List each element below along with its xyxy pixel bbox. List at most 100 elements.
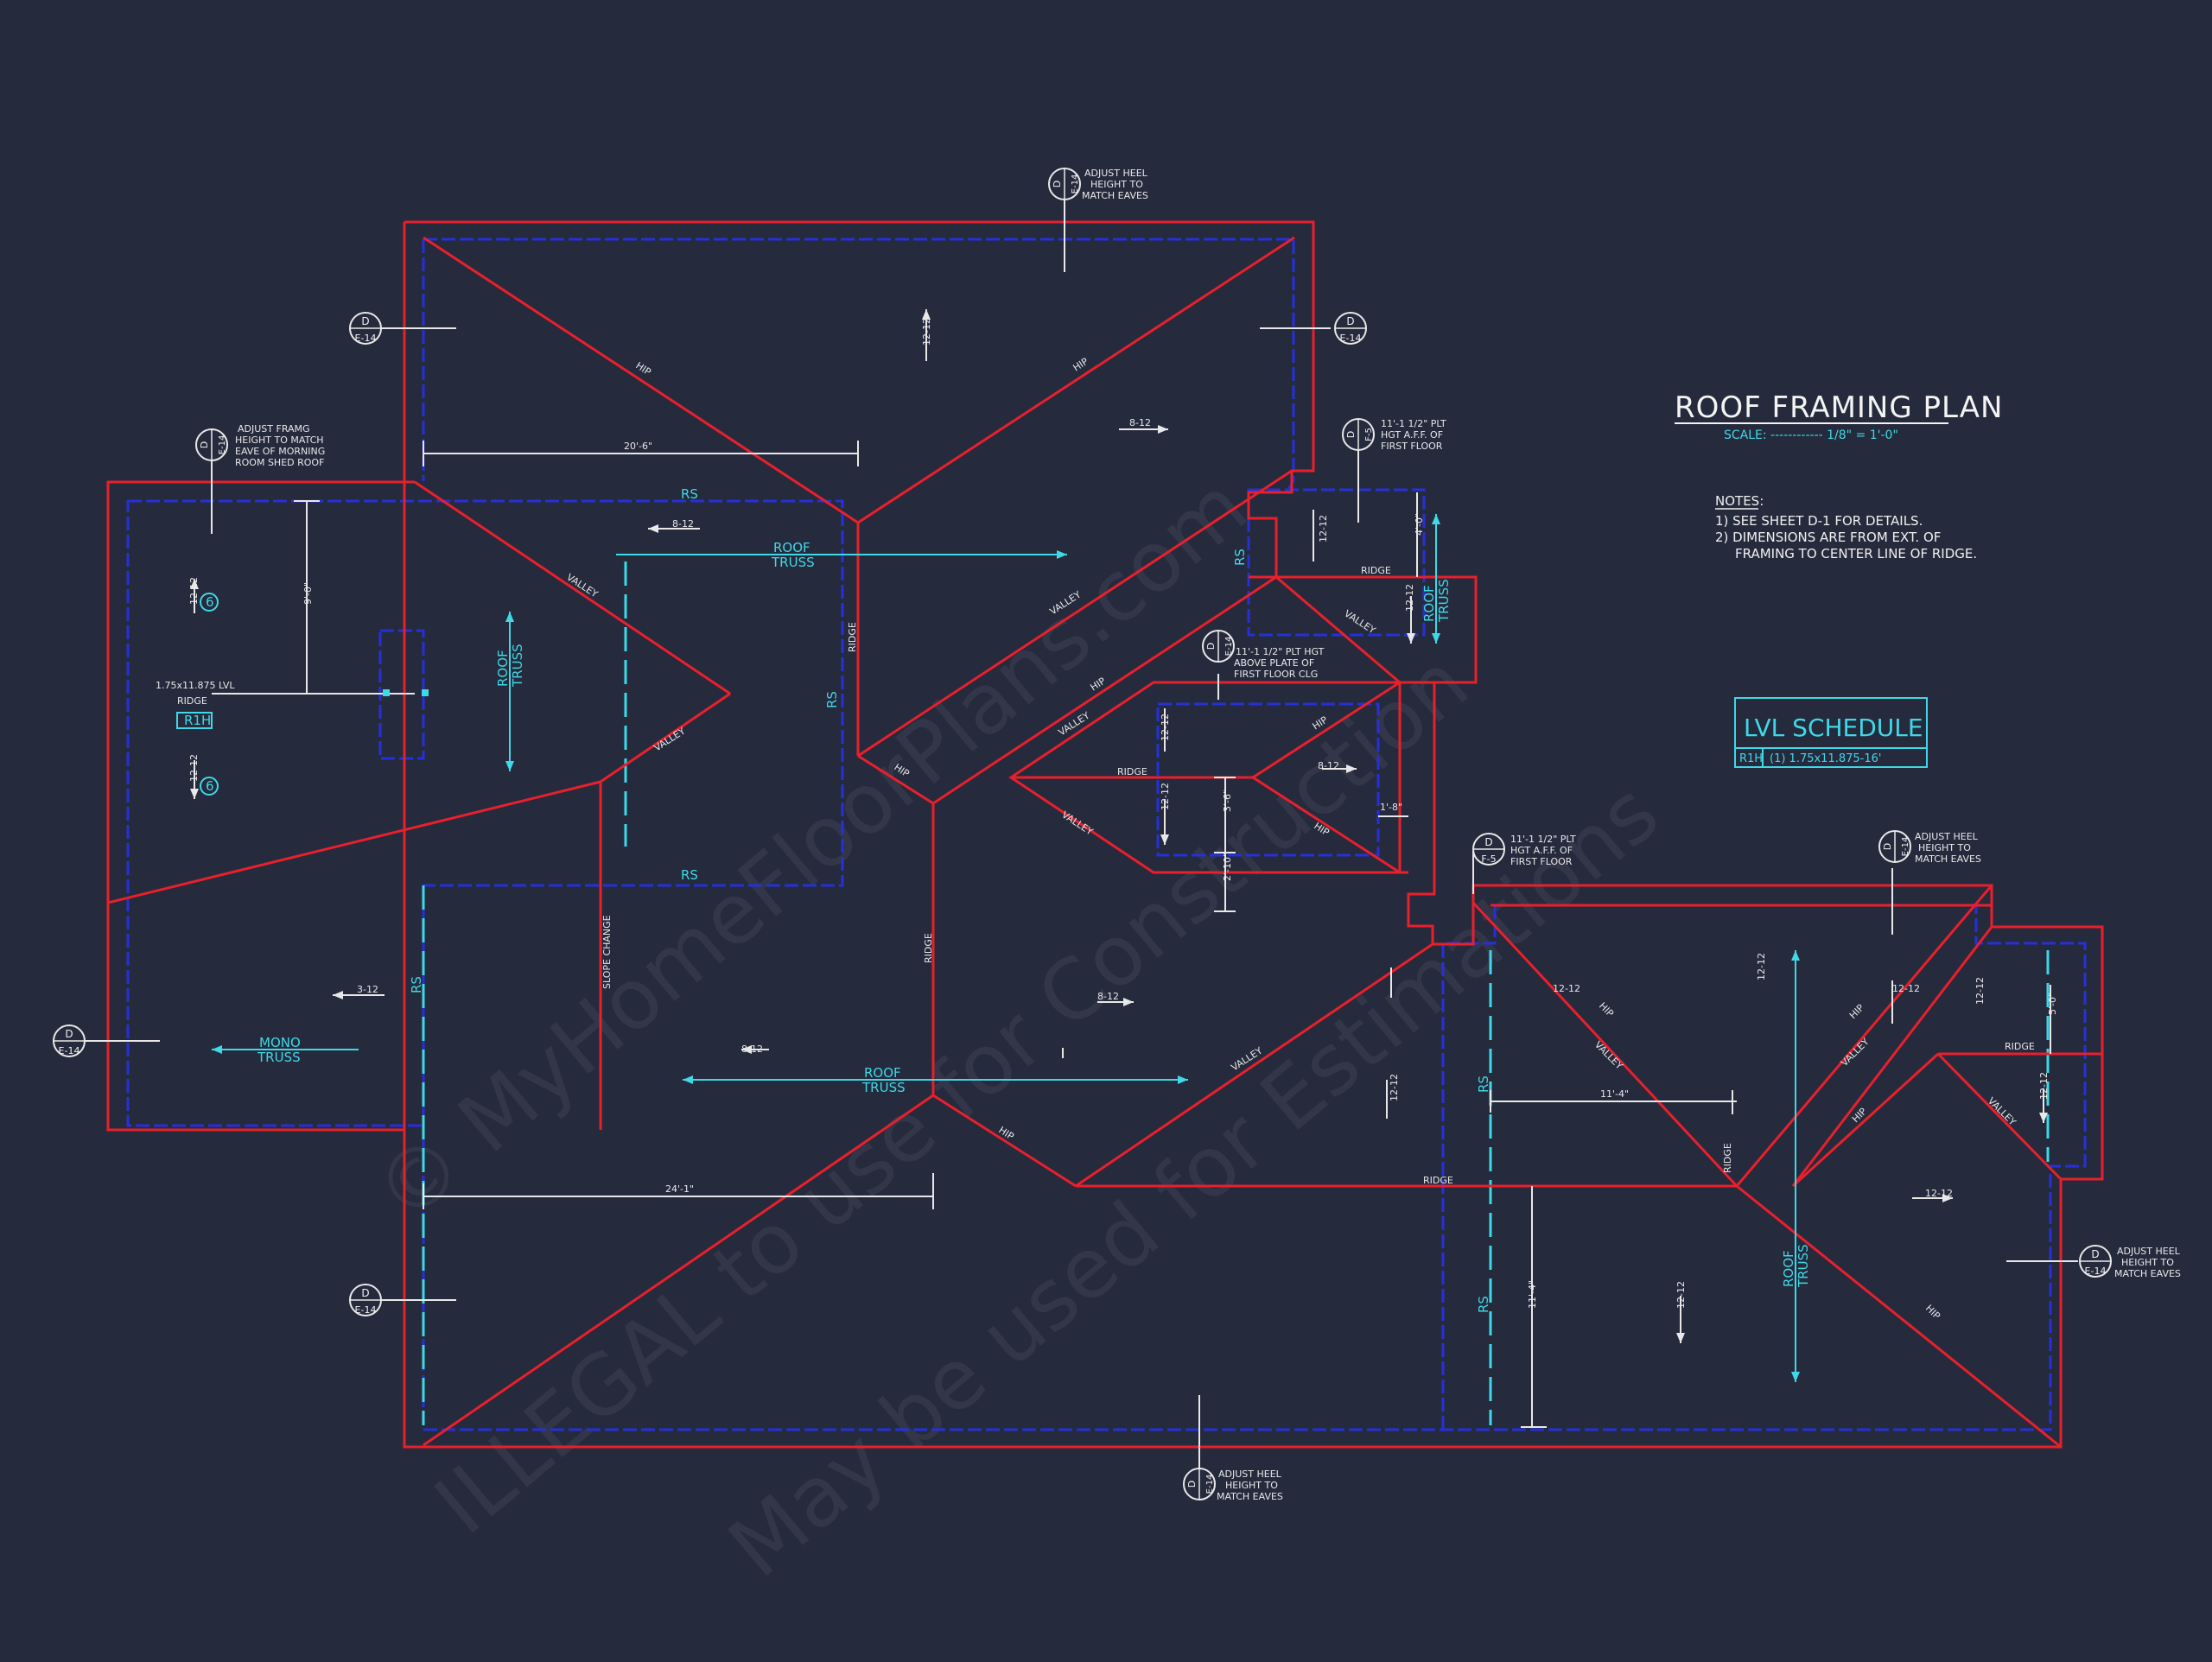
title-block: ROOF FRAMING PLAN SCALE: ------------ 1/… — [1675, 390, 2002, 442]
adjust-heel-note: ADJUST HEEL — [1084, 168, 1148, 179]
callout-text: D E-14 D E-14 D E-14 D E-14 D E-14 D F-5… — [59, 174, 2107, 1494]
ridge-label: RIDGE — [1423, 1175, 1453, 1186]
hip-label: HIP — [1071, 356, 1091, 374]
drawing-scale: SCALE: ------------ 1/8" = 1'-0" — [1724, 428, 1898, 442]
slope-change-label: SLOPE CHANGE — [601, 915, 613, 989]
rs-label: RS — [681, 867, 698, 883]
valley-label: VALLEY — [1059, 809, 1095, 838]
mono-truss-label: TRUSS — [257, 1050, 301, 1065]
pitch-label: 3-12 — [357, 984, 378, 995]
hip-label: HIP — [633, 360, 653, 378]
roof-truss-label: ROOF — [1781, 1250, 1796, 1287]
adjust-heel-note: MATCH EAVES — [1082, 190, 1148, 201]
pitch-label: 12-12 — [1389, 1074, 1400, 1101]
pitch-label: 12-12 — [1318, 515, 1329, 542]
truss-arrowheads — [212, 514, 1800, 1382]
adjust-heel-note: ADJUST HEEL — [2117, 1246, 2181, 1257]
callout-d-label: D — [1484, 836, 1492, 848]
plate-height-note: 11'-1 1/2" PLT — [1510, 834, 1576, 845]
adjust-framing-note: HEIGHT TO MATCH — [235, 435, 324, 446]
callout-dividers — [54, 168, 2111, 1500]
note-item: 1) SEE SHEET D-1 FOR DETAILS. — [1715, 513, 1923, 529]
callout-d-label: D — [1882, 843, 1893, 850]
lvl-ridge-label: RIDGE — [177, 695, 207, 707]
roof-truss-label: TRUSS — [861, 1080, 906, 1095]
plate-height-note: HGT A.F.F. OF — [1381, 429, 1443, 441]
lvl-tag-box — [176, 712, 213, 729]
callout-d-label: D — [1205, 643, 1217, 650]
valley-label: VALLEY — [652, 726, 688, 754]
callout-sheet-label: E-14 — [1901, 837, 1910, 857]
roof-truss-label: ROOF — [773, 540, 810, 555]
adjust-framing-note: ROOM SHED ROOF — [235, 457, 324, 468]
roof-outline — [106, 220, 2104, 1449]
ridge-label: RIDGE — [923, 933, 934, 963]
dimension-value: 5'-0" — [2047, 993, 2058, 1015]
slope-arrowheads — [190, 309, 2048, 1343]
detail-number: 6 — [206, 594, 214, 610]
pitch-label: 12-12 — [1553, 983, 1580, 994]
callout-d-label: D — [2091, 1248, 2099, 1260]
adjust-heel-note: HEIGHT TO — [2121, 1257, 2174, 1268]
pitch-label: 12-12 — [1404, 584, 1415, 612]
detail-number: 6 — [206, 778, 214, 794]
schedule-title: LVL SCHEDULE — [1744, 714, 1923, 742]
pitch-label: 8-12 — [1318, 760, 1339, 771]
adjust-heel-note: ADJUST HEEL — [1915, 831, 1979, 842]
rs-label: RS — [1476, 1296, 1491, 1313]
pitch-label: 8-12 — [1129, 417, 1151, 428]
truss-arrows — [212, 514, 1796, 1382]
plate-height-note: HGT A.F.F. OF — [1510, 845, 1573, 856]
dimension-lines — [83, 199, 2078, 1477]
plate-height-note: ABOVE PLATE OF — [1234, 657, 1314, 669]
pitch-label: 12-12 — [921, 318, 932, 346]
dimension-value: 9'-0" — [302, 582, 314, 605]
adjust-heel-note: HEIGHT TO — [1225, 1480, 1278, 1491]
callout-d-label: D — [65, 1028, 73, 1040]
watermark-line-1: © MyHomeFloorPlans.com — [357, 458, 1265, 1241]
callout-d-label: D — [361, 315, 369, 327]
callout-sheet-label: F-5 — [1364, 428, 1374, 441]
roof-truss-label: ROOF — [495, 650, 511, 687]
dimension-text: 20'-6" 24'-1" 9'-0" 11'-4" 11'-4" 4'-0" … — [302, 441, 2058, 1309]
callout-sheet-label: E-14 — [1071, 174, 1080, 194]
callout-sheet-label: E-14 — [1224, 637, 1234, 657]
valley-label: VALLEY — [1986, 1095, 2018, 1128]
rs-label: RS — [1476, 1075, 1491, 1093]
rs-label: RS — [409, 976, 424, 993]
callout-d-label: D — [1346, 315, 1354, 327]
dimension-value: 3'-6" — [1222, 790, 1233, 812]
pitch-label: 12-12 — [188, 754, 200, 782]
ridge-label: RIDGE — [1722, 1143, 1733, 1173]
notes-block: NOTES: 1) SEE SHEET D-1 FOR DETAILS. 2) … — [1715, 493, 1977, 561]
dimension-value: 1'-8" — [1380, 802, 1402, 813]
callout-sheet-label: E-14 — [1340, 333, 1362, 344]
callout-d-label: D — [199, 441, 210, 448]
tags: R1H 6 6 — [176, 593, 219, 796]
lvl-schedule: LVL SCHEDULE R1H (1) 1.75x11.875-16' — [1734, 697, 1928, 768]
pitch-label: 12-12 — [1756, 953, 1767, 980]
dimension-value: 11'-4" — [1600, 1088, 1629, 1100]
dimension-value: 20'-6" — [624, 441, 652, 452]
callout-notes: ADJUST HEEL HEIGHT TO MATCH EAVES ADJUST… — [235, 168, 2181, 1502]
pitch-label: 12-12 — [2038, 1072, 2050, 1100]
plate-height-note: FIRST FLOOR — [1381, 441, 1443, 452]
schedule-tag: R1H — [1739, 752, 1763, 765]
hip-label: HIP — [996, 1125, 1016, 1143]
pitch-label: 8-12 — [1097, 991, 1119, 1002]
ridge-label: RIDGE — [1117, 766, 1147, 777]
callout-d-label: D — [1186, 1481, 1198, 1488]
ridge-label: RIDGE — [847, 622, 858, 652]
pitch-label: 8-12 — [741, 1044, 763, 1055]
callout-sheet-label: E-14 — [218, 435, 227, 455]
pitch-label: 12-12 — [1892, 983, 1920, 994]
adjust-heel-note: MATCH EAVES — [1217, 1491, 1283, 1502]
callout-sheet-label: E-14 — [1205, 1475, 1215, 1494]
roof-truss-label: ROOF — [1421, 585, 1437, 622]
adjust-heel-note: HEIGHT TO — [1918, 842, 1971, 853]
rs-label: RS — [681, 486, 698, 502]
callout-sheet-label: E-14 — [2085, 1266, 2107, 1277]
roof-truss-label: TRUSS — [1436, 579, 1452, 623]
schedule-value: (1) 1.75x11.875-16' — [1770, 752, 1881, 765]
